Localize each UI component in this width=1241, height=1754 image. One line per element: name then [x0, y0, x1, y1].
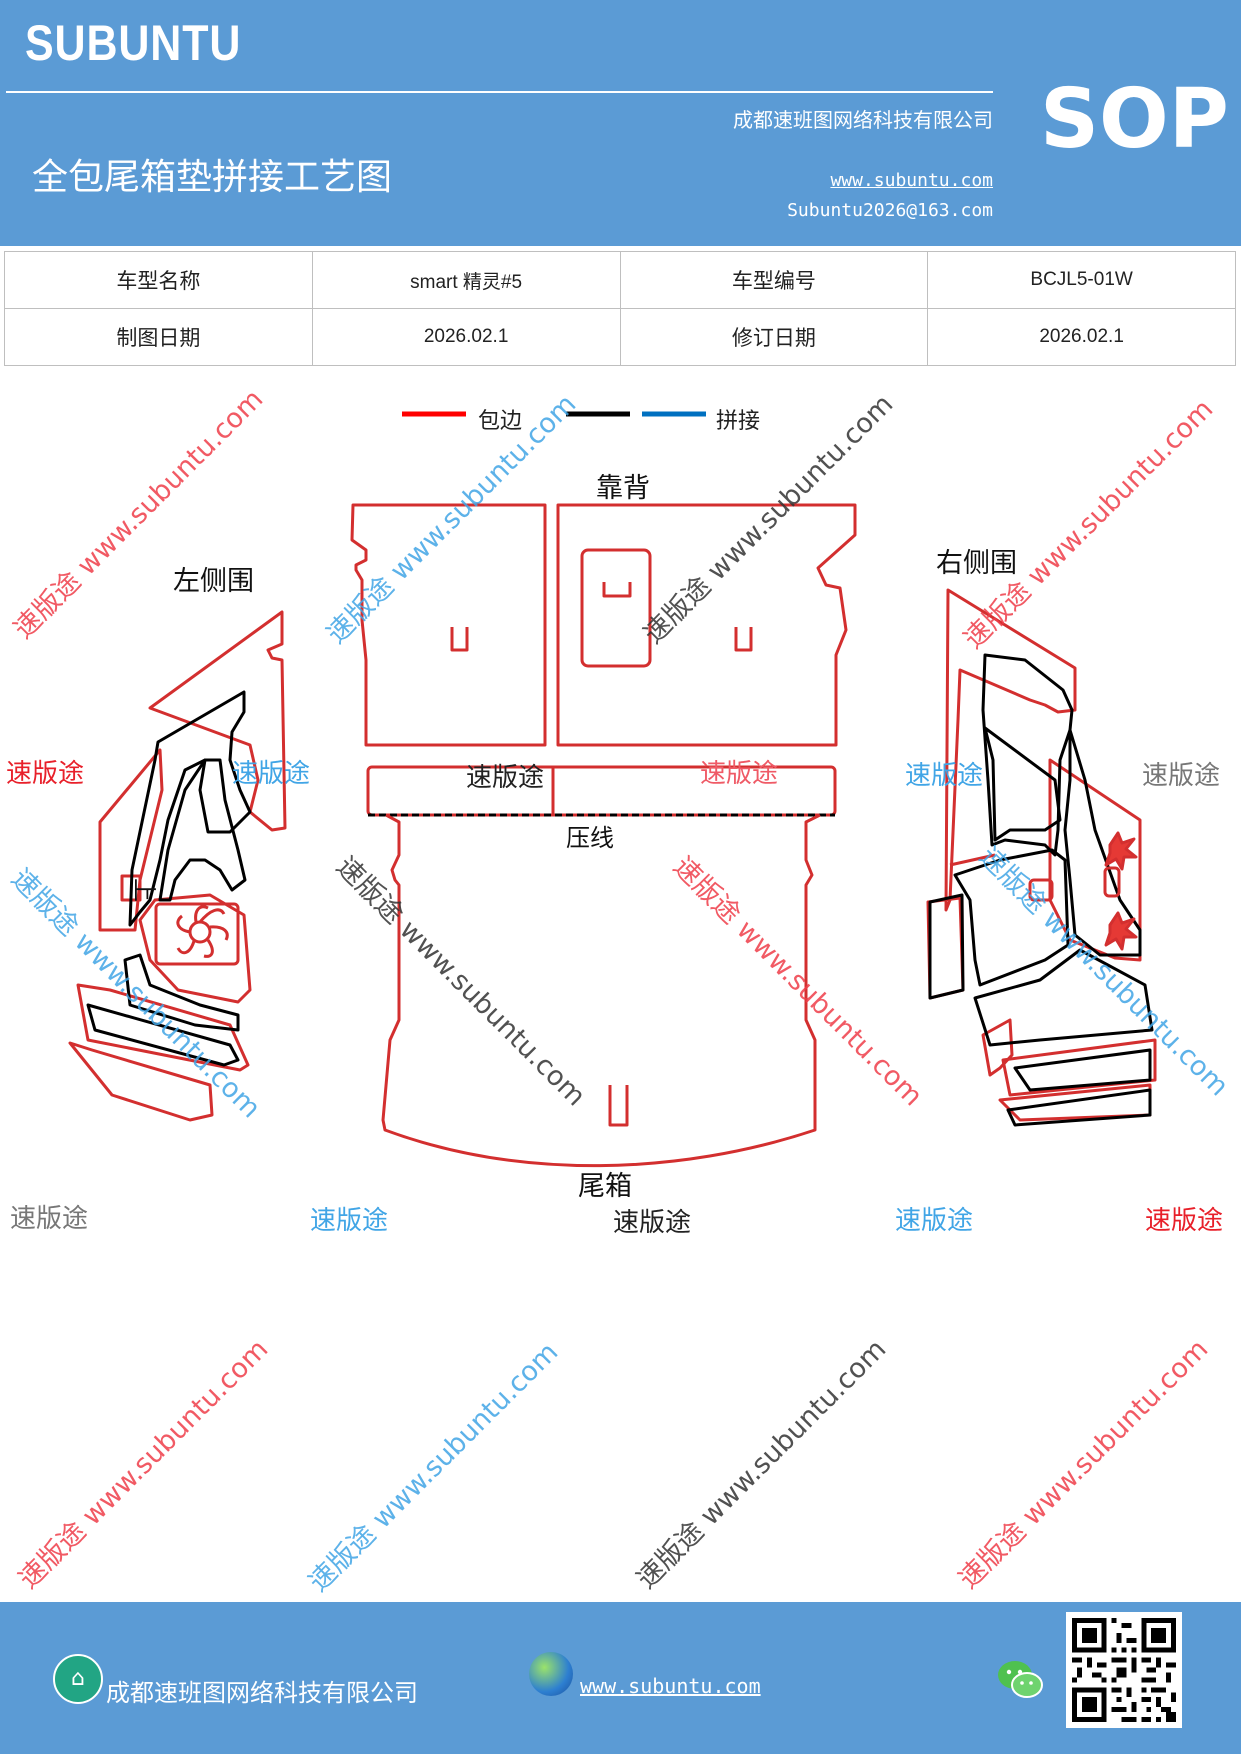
watermark-word: 速版途	[466, 763, 544, 793]
page-title: 全包尾箱垫拼接工艺图	[32, 157, 393, 198]
watermark-diagonal: 速版途 www.subuntu.com	[638, 389, 899, 650]
table-cell: 车型名称	[4, 251, 313, 309]
watermark-word: 速版途	[232, 759, 310, 789]
header-email: Subuntu2026@163.com	[787, 200, 993, 221]
table-cell: 2026.02.1	[311, 308, 621, 366]
home-icon: ⌂	[53, 1654, 103, 1704]
table-cell: 制图日期	[4, 308, 313, 366]
watermark-word: 速版途	[1145, 1206, 1223, 1236]
press-line-label: 压线	[566, 824, 614, 852]
trunk-floor-piece	[366, 765, 837, 1168]
header-banner: SUBUNTU 成都速班图网络科技有限公司 全包尾箱垫拼接工艺图 www.sub…	[0, 0, 1241, 246]
right-side-panel	[926, 588, 1157, 1127]
watermark-word: 速版途	[310, 1206, 388, 1236]
watermark-word: 速版途	[905, 761, 983, 791]
legend-label: 包边	[478, 409, 522, 434]
watermark-diagonal: 速版途 www.subuntu.com	[8, 384, 269, 645]
watermark-word: 速版途	[10, 1204, 88, 1234]
left-side-label: 左侧围	[173, 566, 254, 597]
watermark-word: 速版途	[700, 759, 778, 789]
header-website-link[interactable]: www.subuntu.com	[830, 170, 993, 191]
watermark-diagonal: 速版途 www.subuntu.com	[13, 1334, 274, 1595]
brand-logo: SUBUNTU	[25, 15, 242, 71]
header-company: 成都速班图网络科技有限公司	[733, 108, 993, 132]
sop-label: SOP	[1040, 72, 1229, 167]
legend: 包边 拼接	[402, 409, 760, 434]
watermark-diagonal: 速版途 www.subuntu.com	[667, 851, 928, 1112]
legend-label: 拼接	[716, 409, 760, 434]
watermark-diagonal: 速版途 www.subuntu.com	[631, 1334, 892, 1595]
watermark-diagonal: 速版途 www.subuntu.com	[5, 863, 266, 1124]
left-side-panel	[68, 610, 287, 1122]
watermark-diagonal: 速版途 www.subuntu.com	[958, 394, 1219, 655]
table-cell: 修订日期	[619, 308, 929, 366]
pattern-drawing: 包边 拼接 靠背 压线 尾箱	[5, 384, 1234, 1598]
vent-icon	[1104, 831, 1138, 951]
backrest-label: 靠背	[596, 473, 650, 504]
trunk-label: 尾箱	[578, 1171, 632, 1202]
info-table: 车型名称 smart 精灵#5 车型编号 BCJL5-01W 制图日期 2026…	[4, 251, 1236, 366]
table-cell: 车型编号	[619, 251, 929, 309]
globe-icon	[529, 1652, 573, 1696]
watermark-word: 速版途	[613, 1208, 691, 1238]
footer-website-link[interactable]: www.subuntu.com	[580, 1674, 761, 1698]
table-row: 制图日期 2026.02.1 修订日期 2026.02.1	[4, 308, 1236, 366]
right-side-label: 右侧围	[936, 548, 1017, 579]
watermark-row: 速版途 速版途 速版途 速版途 速版途 速版途 速版途 速版途 速版途 速版途 …	[6, 759, 1223, 1238]
watermark-diagonal: 速版途 www.subuntu.com	[330, 851, 591, 1112]
header-divider	[6, 91, 993, 93]
wechat-icon[interactable]	[996, 1658, 1044, 1702]
watermark-diagonal: 速版途 www.subuntu.com	[303, 1337, 564, 1598]
watermark-word: 速版途	[1142, 761, 1220, 791]
backrest-piece	[350, 503, 857, 747]
qr-code	[1066, 1612, 1182, 1728]
footer-banner: ⌂ 成都速班图网络科技有限公司 www.subuntu.com	[0, 1602, 1241, 1754]
watermark-diagonal: 速版途 www.subuntu.com	[321, 389, 582, 650]
table-cell: BCJL5-01W	[927, 251, 1236, 309]
watermark-word: 速版途	[6, 759, 84, 789]
table-cell: smart 精灵#5	[311, 251, 621, 309]
watermark-diagonal: 速版途 www.subuntu.com	[953, 1334, 1214, 1595]
qr-code-image	[1072, 1618, 1176, 1722]
table-cell: 2026.02.1	[927, 308, 1236, 366]
watermark-word: 速版途	[895, 1206, 973, 1236]
vent-sunburst-icon	[176, 905, 229, 958]
left-up-mark: 上	[130, 878, 158, 902]
footer-company: 成都速班图网络科技有限公司	[106, 1679, 418, 1707]
table-row: 车型名称 smart 精灵#5 车型编号 BCJL5-01W	[4, 251, 1236, 309]
